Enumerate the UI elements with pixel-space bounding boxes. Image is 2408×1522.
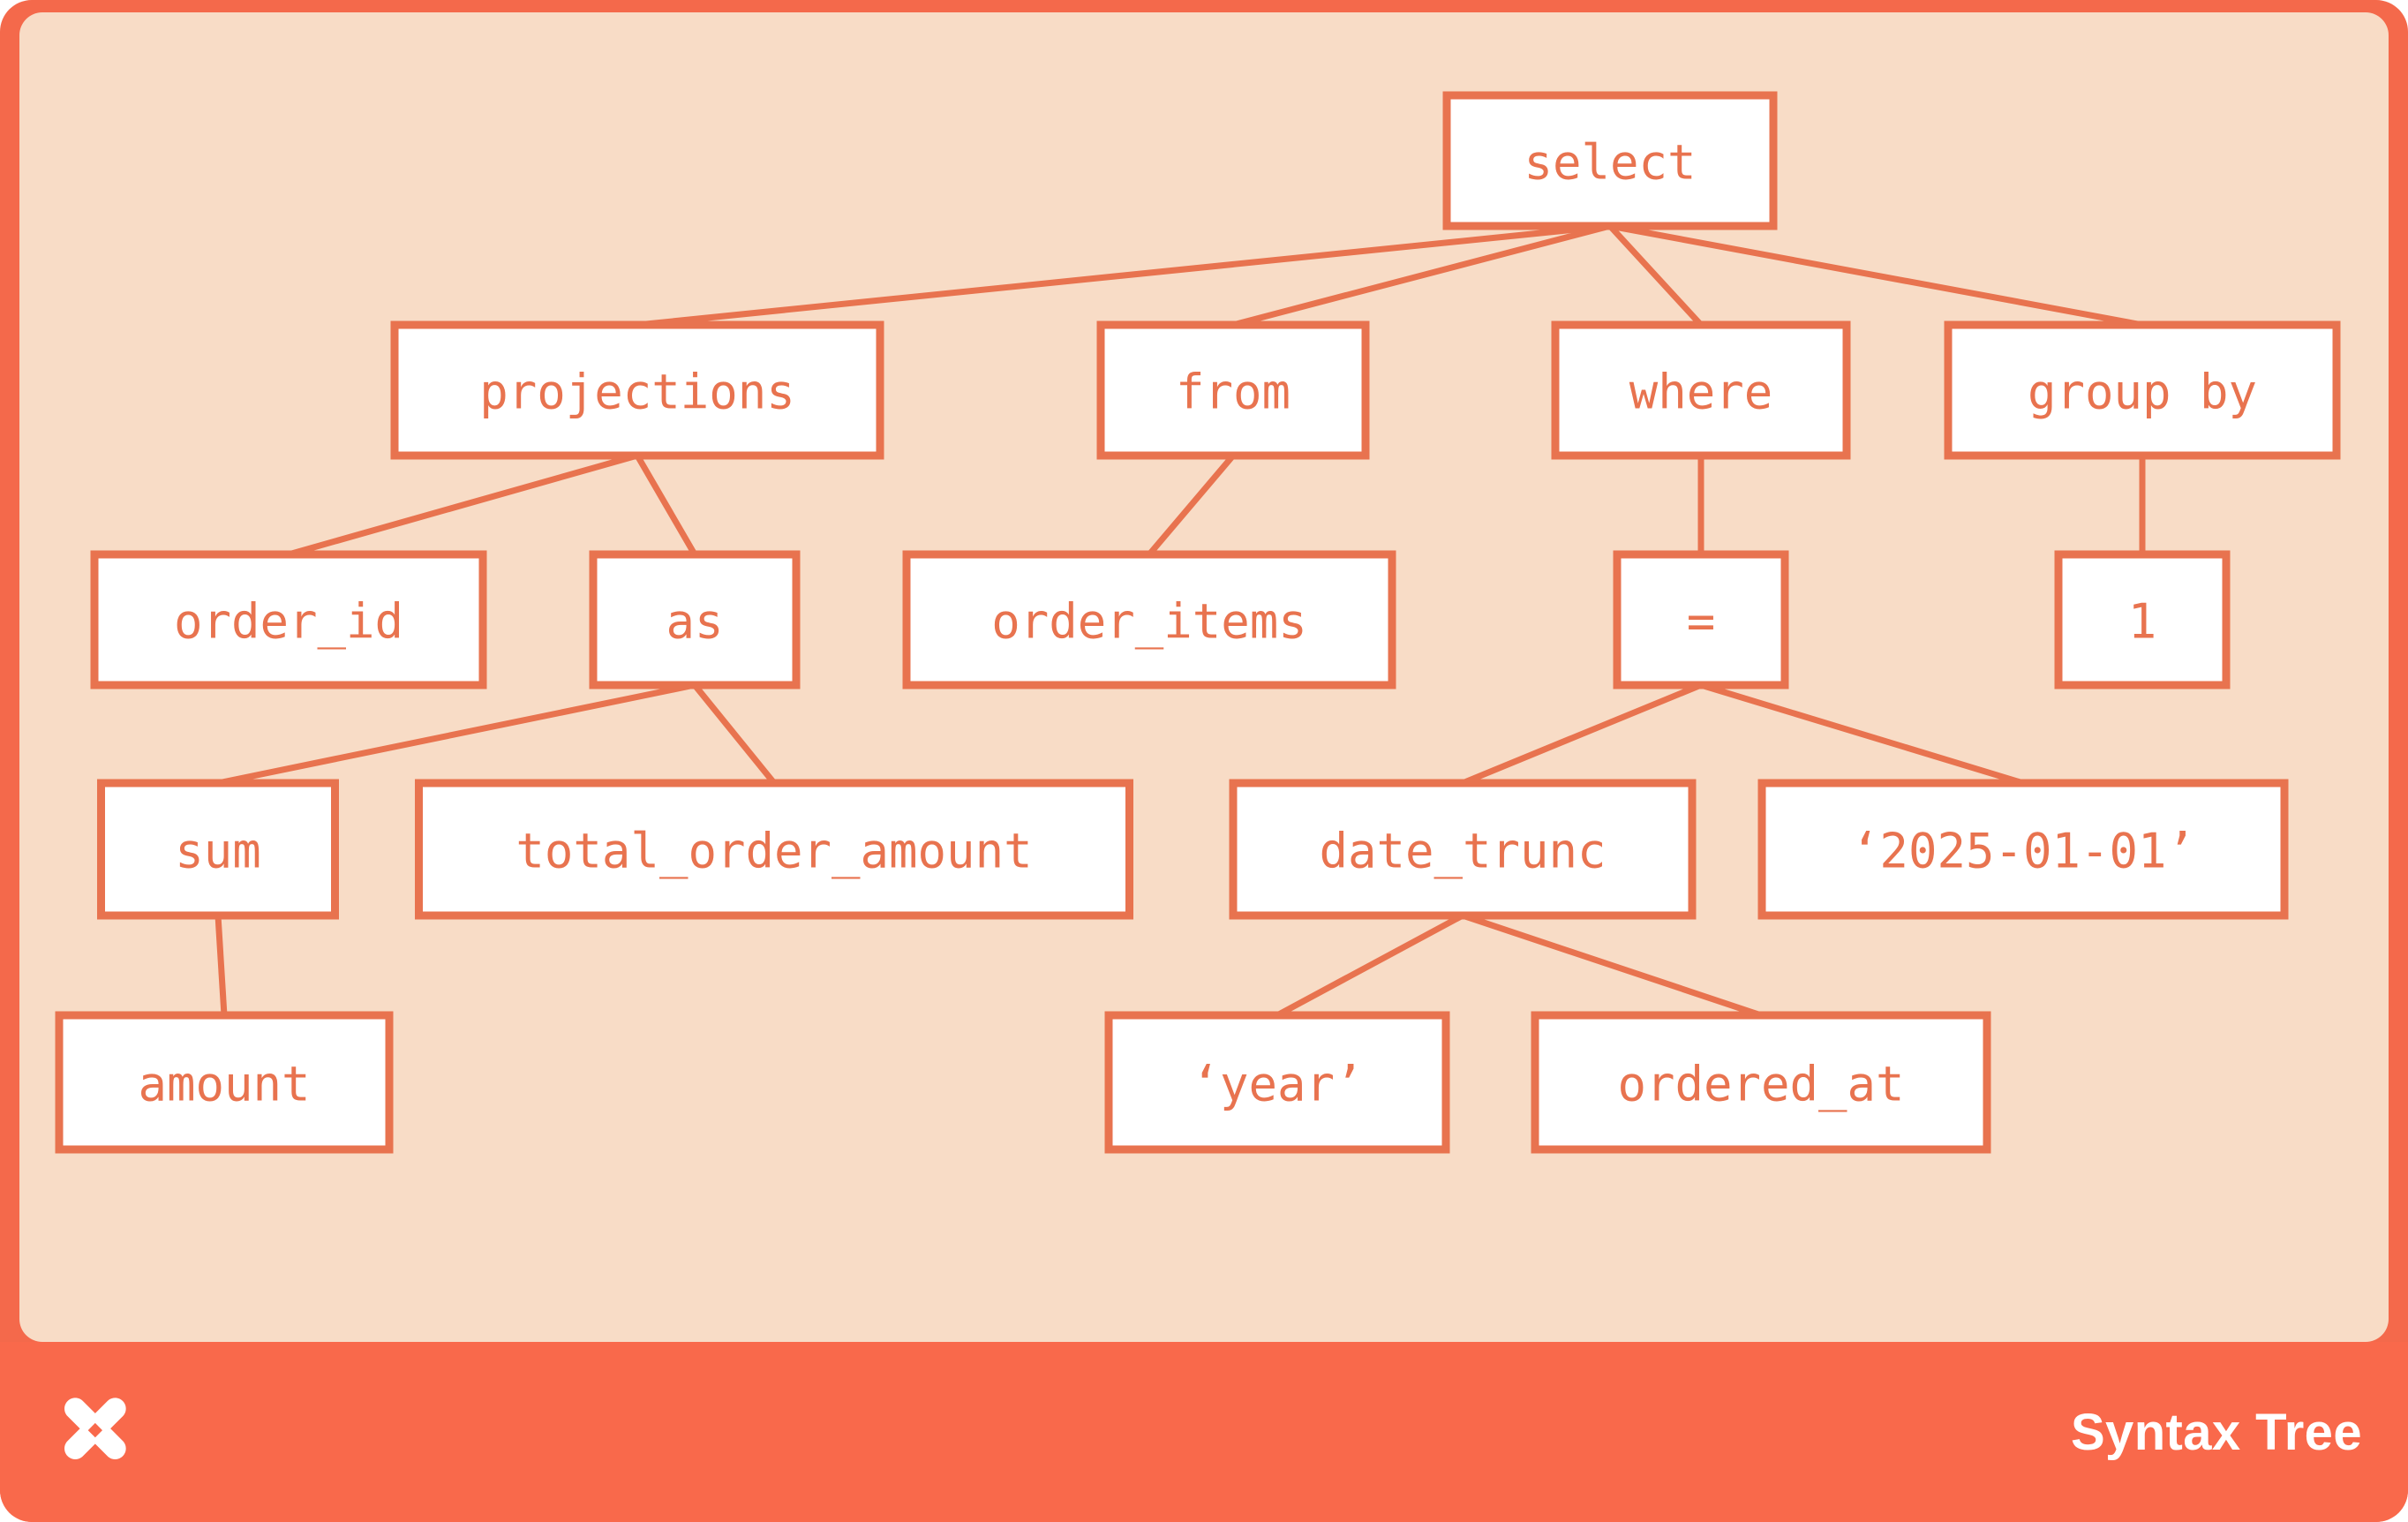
tree-node-order_id[interactable]: order_id (90, 550, 487, 689)
tree-node-box-date_trunc (1229, 779, 1697, 920)
tree-node-box-ordered_at (1531, 1011, 1991, 1154)
tree-node-label-sum: sum (175, 824, 261, 879)
tree-node-label-date_trunc: date_trunc (1319, 824, 1606, 879)
tree-edge-projections-to-as (634, 454, 698, 556)
tree-node-box-as (589, 550, 801, 689)
tree-node-box-group_by (1944, 320, 2341, 460)
tree-edge-as-to-total_order_amount (692, 682, 777, 786)
tree-edge-from-to-order_items (1147, 453, 1236, 557)
tree-node-box-select (1442, 91, 1778, 230)
tree-edge-projections-to-order_id (288, 452, 638, 558)
tree-node-date_literal[interactable]: ‘2025-01-01’ (1757, 779, 2289, 920)
tree-node-label-where: where (1629, 365, 1773, 420)
tree-node-label-as: as (666, 594, 723, 650)
tree-node-label-from: from (1176, 365, 1291, 420)
tree-node-label-year_literal: ‘year’ (1191, 1057, 1363, 1112)
tree-node-box-one (2054, 550, 2231, 689)
tree-node-total_order_amount[interactable]: total_order_amount (415, 779, 1133, 920)
tree-node-box-amount (55, 1011, 394, 1154)
tree-node-label-date_literal: ‘2025-01-01’ (1851, 824, 2195, 879)
syntax-tree-canvas: select projections from where group by order_… (19, 12, 2389, 1342)
tree-node-equals[interactable]: = (1613, 550, 1789, 689)
tree-edge-equals-to-date_trunc (1461, 682, 1703, 787)
tree-edge-date_trunc-to-ordered_at (1461, 912, 1763, 1019)
tree-node-box-total_order_amount (415, 779, 1133, 920)
tree-edges (214, 222, 2146, 1019)
tree-edge-select-to-group_by (1609, 222, 2143, 328)
tree-node-order_items[interactable]: order_items (902, 550, 1396, 689)
tree-edge-as-to-sum (217, 682, 696, 787)
tree-node-one[interactable]: 1 (2054, 550, 2231, 689)
tree-node-label-group_by: group by (2028, 365, 2257, 420)
tree-node-label-select: select (1524, 135, 1696, 191)
tree-node-amount[interactable]: amount (55, 1011, 394, 1154)
tree-node-label-projections: projections (479, 365, 795, 420)
tree-nodes: select projections from where group by order_… (55, 91, 2341, 1154)
tree-node-from[interactable]: from (1096, 320, 1370, 460)
tree-node-label-ordered_at: ordered_at (1617, 1057, 1904, 1112)
tree-node-box-sum (97, 779, 339, 920)
tree-edge-equals-to-date_literal (1699, 682, 2025, 787)
footer-title: Syntax Tree (2070, 1403, 2362, 1461)
tree-edge-sum-to-amount (214, 915, 228, 1016)
tree-node-box-date_literal (1757, 779, 2289, 920)
tree-edge-select-to-where (1607, 223, 1704, 328)
tree-node-box-where (1551, 320, 1851, 460)
tree-node-label-equals: = (1687, 594, 1716, 650)
tree-edge-date_trunc-to-year_literal (1275, 912, 1464, 1019)
tree-node-label-total_order_amount: total_order_amount (515, 824, 1032, 879)
tree-node-where[interactable]: where (1551, 320, 1851, 460)
tree-node-label-order_items: order_items (991, 594, 1307, 650)
tree-edge-select-to-from (1232, 222, 1611, 328)
tree-node-label-amount: amount (138, 1057, 310, 1112)
tree-node-group_by[interactable]: group by (1944, 320, 2341, 460)
xata-x-logo-icon (64, 1398, 126, 1459)
footer-bar: Syntax Tree (0, 1342, 2408, 1522)
tree-node-sum[interactable]: sum (97, 779, 339, 920)
tree-node-projections[interactable]: projections (390, 320, 884, 460)
tree-node-date_trunc[interactable]: date_trunc (1229, 779, 1697, 920)
tree-node-box-projections (390, 320, 884, 460)
tree-node-as[interactable]: as (589, 550, 801, 689)
tree-node-box-equals (1613, 550, 1789, 689)
tree-edge-select-to-projections (636, 222, 1611, 328)
tree-node-select[interactable]: select (1442, 91, 1778, 230)
tree-node-label-one: 1 (2128, 594, 2157, 650)
tree-node-box-order_id (90, 550, 487, 689)
tree-node-box-year_literal (1104, 1011, 1450, 1154)
tree-node-ordered_at[interactable]: ordered_at (1531, 1011, 1991, 1154)
tree-node-label-order_id: order_id (174, 594, 403, 650)
tree-node-box-from (1096, 320, 1370, 460)
syntax-tree-graphic: select projections from where group by order_… (55, 91, 2341, 1154)
tree-node-box-order_items (902, 550, 1396, 689)
tree-node-year_literal[interactable]: ‘year’ (1104, 1011, 1450, 1154)
